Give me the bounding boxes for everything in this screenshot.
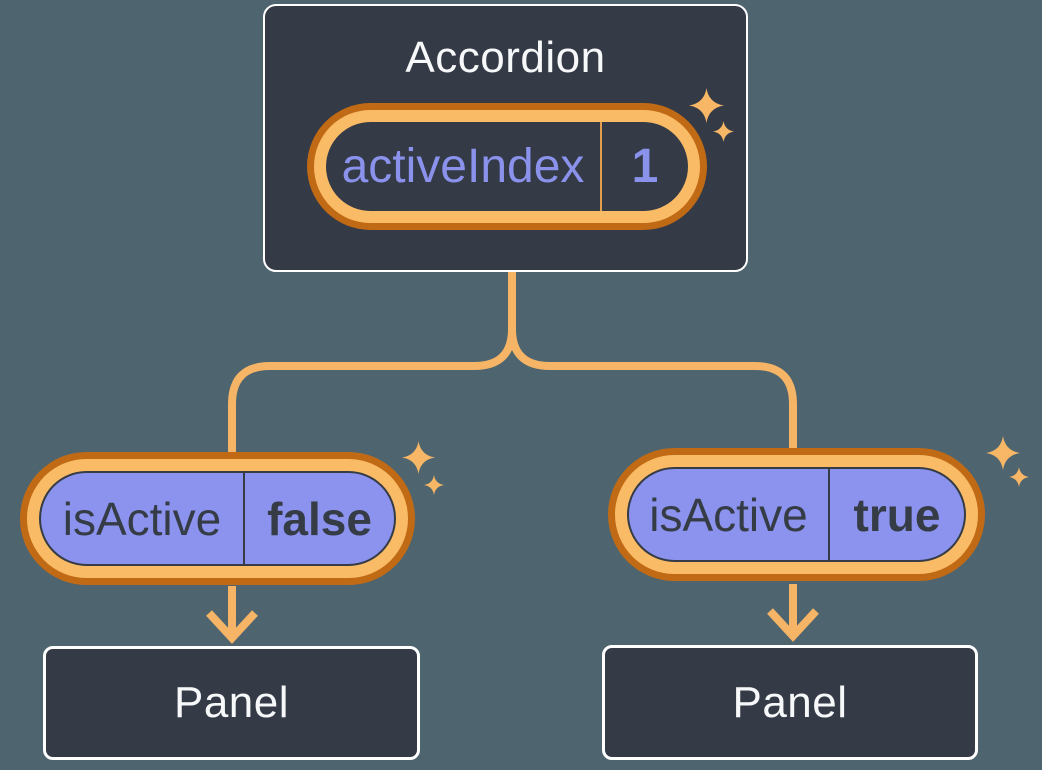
state-value: 1 xyxy=(631,140,659,193)
prop-pill-ring: isActive true xyxy=(615,455,978,574)
pill-divider xyxy=(243,473,245,564)
state-pill-activeindex: activeIndex 1 xyxy=(307,103,707,230)
accordion-title: Accordion xyxy=(405,33,606,82)
pill-divider xyxy=(600,122,602,211)
prop-pill-ring: isActive false xyxy=(27,459,408,578)
arrow-right-head xyxy=(767,608,819,642)
prop-pill-body: isActive false xyxy=(39,471,396,566)
sparkle-icon xyxy=(689,88,734,142)
state-name: activeIndex xyxy=(341,140,585,193)
prop-pill-isactive-true: isActive true xyxy=(608,448,985,581)
branch-line-left xyxy=(228,271,516,452)
arrow-left-head xyxy=(206,610,258,644)
sparkle-icon xyxy=(986,436,1029,487)
prop-name: isActive xyxy=(62,492,222,545)
state-pill-ring: activeIndex 1 xyxy=(314,110,700,223)
panel-title: Panel xyxy=(173,678,290,727)
branch-line-right xyxy=(508,328,797,450)
prop-value: false xyxy=(267,492,372,545)
prop-pill-body: isActive true xyxy=(627,467,966,562)
prop-pill-isactive-false: isActive false xyxy=(20,452,415,585)
panel-title: Panel xyxy=(732,677,848,727)
pill-divider xyxy=(828,469,830,560)
state-pill-body: activeIndex 1 xyxy=(326,122,688,211)
sparkle-icon xyxy=(402,441,444,495)
prop-name: isActive xyxy=(649,488,808,541)
panel-node-right: Panel xyxy=(602,645,978,760)
prop-value: true xyxy=(853,488,941,541)
panel-node-left: Panel xyxy=(43,646,420,760)
